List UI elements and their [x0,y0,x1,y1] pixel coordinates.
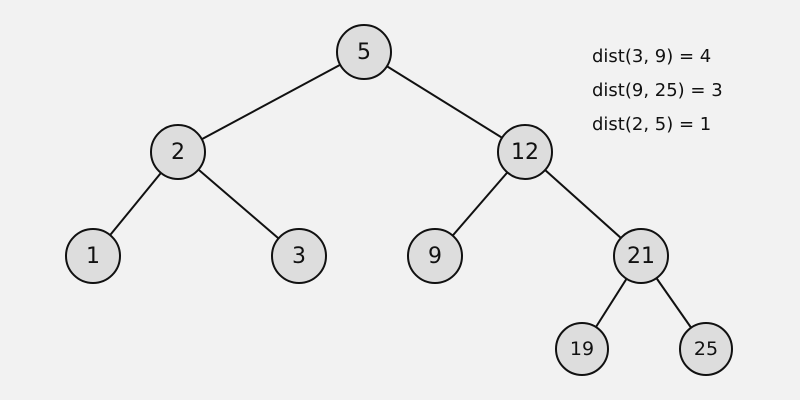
edge-5-12 [363,51,526,153]
tree-node-3: 3 [271,228,327,284]
tree-node-12: 12 [497,124,553,180]
tree-node-19: 19 [555,322,609,376]
edge-5-2 [177,51,365,153]
tree-node-9: 9 [407,228,463,284]
tree-node-5: 5 [336,24,392,80]
tree-node-25: 25 [679,322,733,376]
tree-node-2: 2 [150,124,206,180]
distance-item: dist(9, 25) = 3 [592,80,723,101]
tree-node-21: 21 [613,228,669,284]
distance-item: dist(2, 5) = 1 [592,114,712,135]
tree-node-1: 1 [65,228,121,284]
distance-item: dist(3, 9) = 4 [592,46,712,67]
distance-list: dist(3, 9) = 4 dist(9, 25) = 3 dist(2, 5… [592,40,723,142]
